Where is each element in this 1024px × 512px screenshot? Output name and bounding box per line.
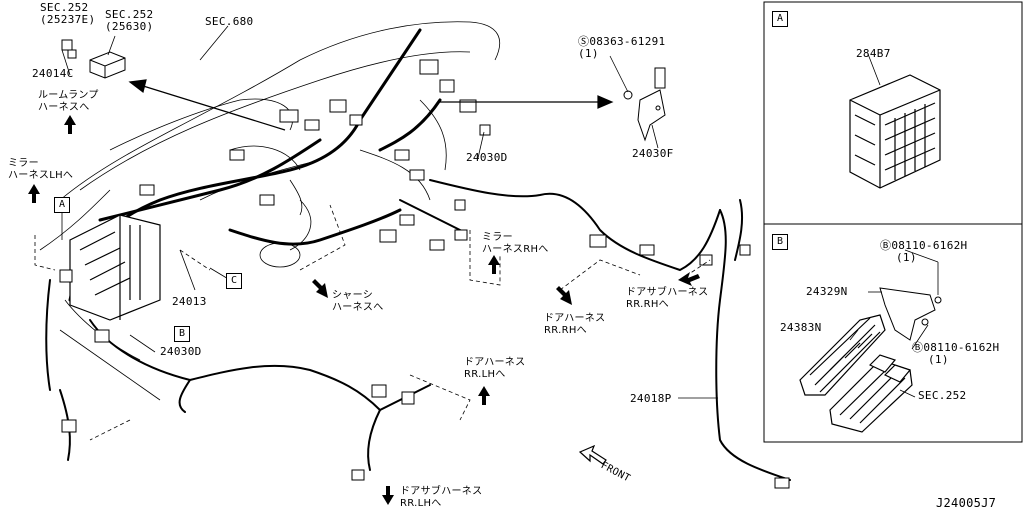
label-24030f: 24030F xyxy=(632,147,674,160)
label-284b7: 284B7 xyxy=(856,47,891,60)
note-mirror-rh-2: ハーネスRHへ xyxy=(482,244,549,255)
note-door-rr-rh-2: RR.RHへ xyxy=(544,325,587,336)
junction-block-main xyxy=(69,214,161,321)
panel-a-title: A xyxy=(772,11,788,27)
note-chassis-2: ハーネスへ xyxy=(332,302,384,313)
harness-branches xyxy=(45,179,791,481)
sec252-relay xyxy=(61,39,126,79)
module-24383n xyxy=(799,314,886,396)
connectors xyxy=(59,59,790,489)
leader-lines xyxy=(61,25,939,399)
junction-box-284b7 xyxy=(849,74,941,189)
note-mirror-rh-1: ミラー xyxy=(482,232,513,243)
note-door-rr-rh-1: ドアハーネス xyxy=(544,313,606,324)
label-24013: 24013 xyxy=(172,295,207,308)
label-sec252-c: SEC.252 xyxy=(918,389,967,402)
label-24030d-upper: 24030D xyxy=(466,151,508,164)
label-24030d-lower: 24030D xyxy=(160,345,202,358)
label-bolt-08363-qty: (1) xyxy=(578,47,599,60)
relay-block-sec252 xyxy=(829,354,913,433)
bracket-24329n xyxy=(879,287,942,341)
label-sec252-b-sub: (25630) xyxy=(105,20,154,33)
note-door-rr-lh-1: ドアハーネス xyxy=(464,357,526,368)
note-door-sub-rr-lh-2: RR.LHへ xyxy=(400,498,442,509)
label-bolt-08110-a: Ⓑ08110-6162H xyxy=(880,239,968,252)
detail-panel-frame xyxy=(763,1,1023,443)
note-room-lamp-1: ルームランプ xyxy=(38,90,99,101)
label-sec252-a: SEC.252 xyxy=(40,1,89,14)
note-room-lamp-2: ハーネスへ xyxy=(38,102,90,113)
note-door-sub-rr-rh-2: RR.RHへ xyxy=(626,299,669,310)
harness-arrows xyxy=(28,115,700,505)
note-mirror-lh-1: ミラー xyxy=(8,158,39,169)
label-bolt-08110-b-qty: (1) xyxy=(928,353,949,366)
note-door-sub-rr-rh-1: ドアサブハーネス xyxy=(626,287,709,298)
dashed-leaders xyxy=(34,204,711,441)
label-sec252-a-sub: (25237E) xyxy=(40,13,96,26)
label-24018p: 24018P xyxy=(630,392,672,405)
bracket-24030f xyxy=(623,67,666,142)
instrument-panel-outline xyxy=(39,21,501,401)
note-chassis-1: シャーシ xyxy=(332,290,373,301)
callout-c: C xyxy=(226,273,242,289)
front-arrow-icon xyxy=(578,444,607,465)
callout-a: A xyxy=(54,197,70,213)
label-sec252-b: SEC.252 xyxy=(105,8,154,21)
note-door-rr-lh-2: RR.LHへ xyxy=(464,369,506,380)
figure-code: J24005J7 xyxy=(936,496,997,510)
note-mirror-lh-2: ハーネスLHへ xyxy=(8,170,74,181)
label-bolt-08363: Ⓢ08363-61291 xyxy=(578,35,666,48)
label-24329n: 24329N xyxy=(806,285,848,298)
label-bolt-08110-b: Ⓑ08110-6162H xyxy=(912,341,1000,354)
label-bolt-08110-a-qty: (1) xyxy=(896,251,917,264)
label-sec680: SEC.680 xyxy=(205,15,254,28)
panel-b-title: B xyxy=(772,234,788,250)
direction-arrows xyxy=(128,79,614,131)
label-24014c: 24014C xyxy=(32,67,74,80)
note-door-sub-rr-lh-1: ドアサブハーネス xyxy=(400,486,483,497)
label-24383n: 24383N xyxy=(780,321,822,334)
callout-b: B xyxy=(174,326,190,342)
